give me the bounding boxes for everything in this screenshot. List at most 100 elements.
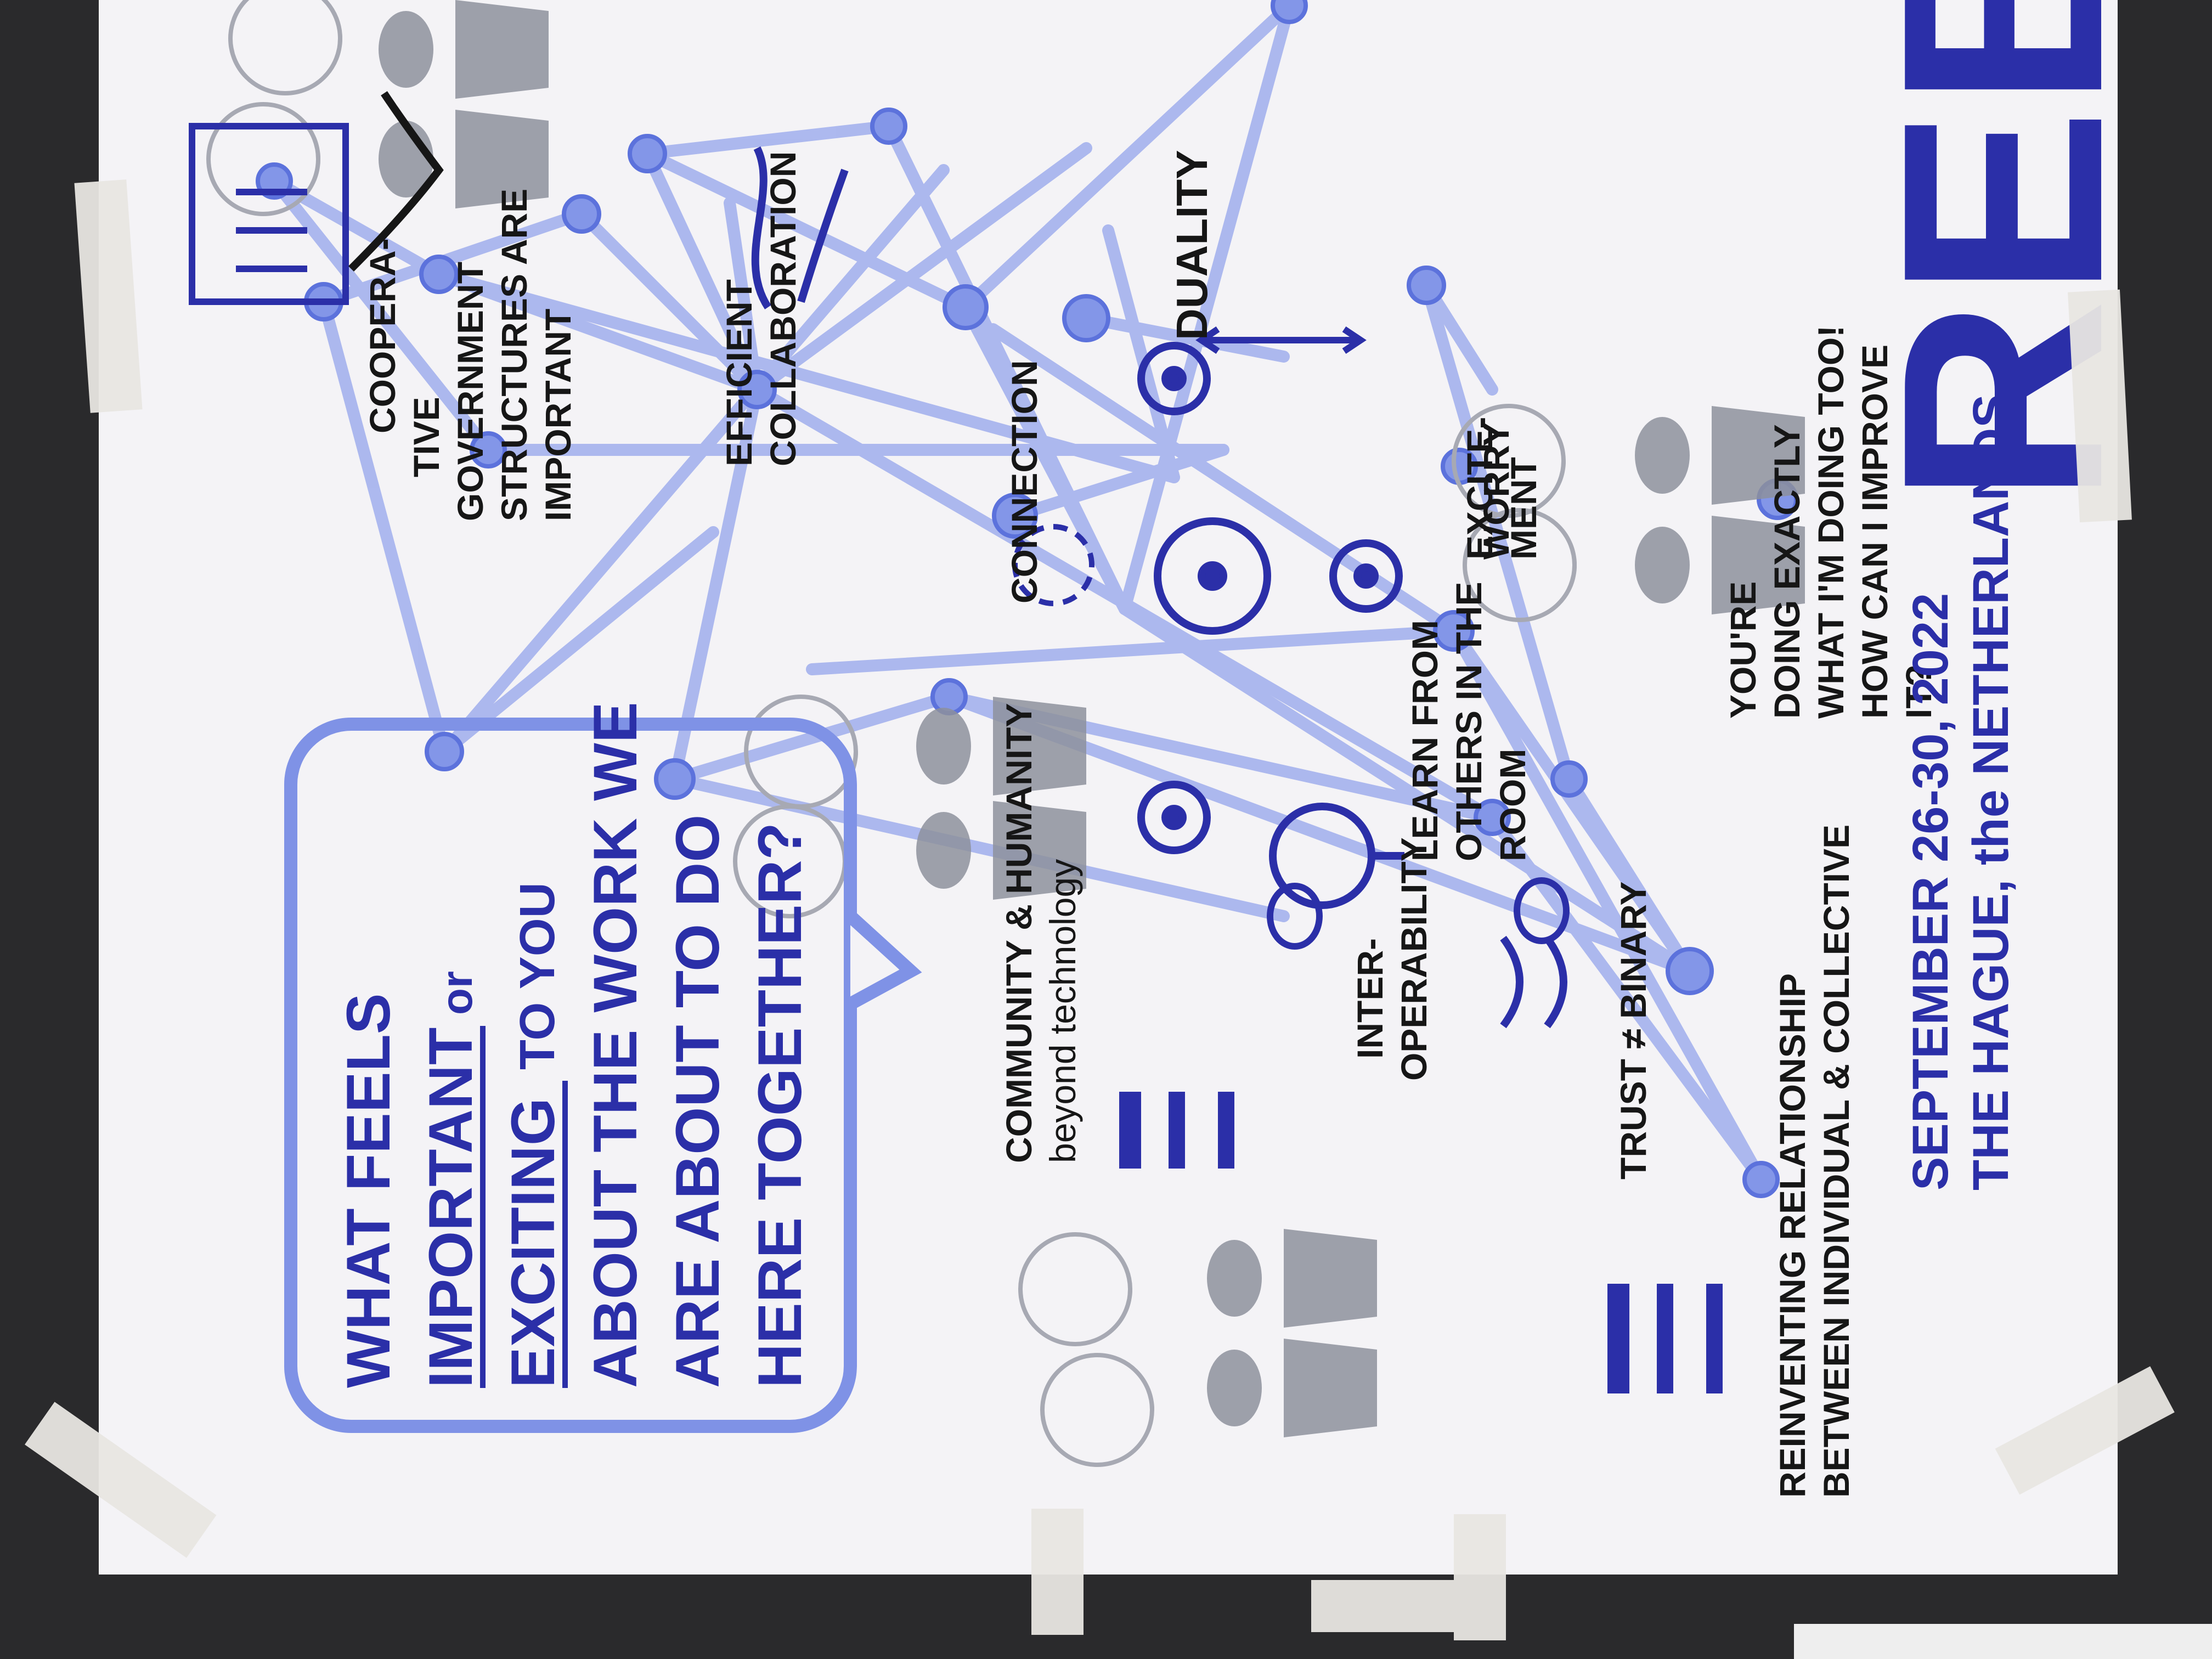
label-learn-3: ROOM	[1492, 749, 1533, 861]
gear-icon	[1154, 517, 1271, 635]
connection-circle-icon	[1012, 524, 1094, 606]
question-line4: ABOUT THE WORK WE	[581, 702, 650, 1388]
worried-face-icon	[1267, 883, 1323, 950]
collaboration-hands-icon	[751, 146, 849, 309]
crowd-row	[1706, 1284, 1723, 1393]
excited-face-icon	[1514, 877, 1570, 944]
person-icon	[1635, 406, 1805, 505]
network-node	[1742, 1161, 1780, 1198]
network-line	[1009, 444, 1229, 522]
speech-bubble-icon	[1463, 508, 1577, 622]
crowd-row	[1657, 1284, 1673, 1393]
gear-icon	[1137, 342, 1211, 415]
network-node	[870, 108, 907, 145]
crowd-row	[1218, 1092, 1234, 1169]
question-bubble-outline	[284, 718, 857, 1433]
gear-hub	[1198, 561, 1227, 591]
gears-group	[1137, 342, 1403, 854]
label-reinventing-1: REINVENTING RELATIONSHIP	[1772, 973, 1813, 1498]
network-line	[268, 175, 494, 456]
network-node	[930, 678, 968, 715]
tape-piece	[1454, 1514, 1506, 1640]
label-efficient-2: COLLABORATION	[763, 151, 803, 466]
crowd-row	[1607, 1284, 1629, 1393]
speech-bubble-icon	[1452, 404, 1566, 518]
network-line	[641, 148, 763, 396]
label-interop-2: OPERABILITY	[1393, 837, 1434, 1081]
network-line	[1119, 603, 1696, 977]
label-trust: TRUST ≠ BINARY	[1613, 882, 1654, 1180]
network-line	[318, 208, 588, 308]
speech-bubble-icon	[228, 0, 342, 95]
duality-arrow-icon	[1195, 326, 1367, 354]
gear-hub	[1161, 805, 1187, 830]
handshake-icon	[348, 91, 444, 272]
label-youre-3: WHAT I'M DOING TOO!	[1810, 325, 1851, 719]
network-line	[1563, 773, 1696, 977]
poster-paper	[99, 0, 2118, 1575]
speech-bubble-icon	[206, 102, 320, 216]
network-node	[654, 758, 696, 800]
label-learn-1: LEARN FROM	[1404, 620, 1445, 861]
label-learn-2: OTHERS IN THE	[1448, 582, 1489, 861]
label-community-1: COMMUNITY & HUMANITY	[998, 703, 1039, 1163]
speech-bubble-icon	[1040, 1353, 1154, 1467]
network-node	[1407, 266, 1446, 305]
label-cooperative-5: IMPORTANT	[538, 309, 578, 521]
network-node	[992, 493, 1038, 539]
network-line	[960, 0, 1295, 313]
label-youre-1: YOU'RE	[1723, 582, 1763, 719]
hand-icon	[1500, 935, 1567, 1029]
tape-piece	[1031, 1509, 1084, 1635]
network-line	[751, 142, 1092, 396]
network-node	[943, 284, 989, 330]
crowd-row	[1119, 1092, 1141, 1169]
tape-piece	[1995, 1366, 2175, 1495]
label-cooperative-3: GOVERNMENT	[450, 262, 490, 521]
network-line	[751, 383, 1498, 823]
network-line	[438, 164, 950, 758]
gear-icon	[1329, 539, 1403, 613]
network-node	[425, 732, 464, 771]
network-line	[438, 526, 719, 758]
tape-piece	[2068, 289, 2132, 523]
event-dates: SEPTEMBER 26-30, 2022	[1903, 593, 1959, 1190]
label-excitement-2: MENT	[1503, 457, 1544, 560]
network-node	[737, 370, 777, 409]
underlying-sheet	[1794, 1624, 2212, 1659]
network-node	[1666, 947, 1714, 995]
network-line	[1448, 625, 1767, 1186]
network-node	[1062, 294, 1110, 342]
network-line	[1119, 0, 1295, 615]
crowd-row	[1169, 1092, 1185, 1169]
label-reinventing-2: BETWEEN INDIVIDUAL & COLLECTIVE	[1816, 825, 1857, 1498]
network-nodes	[256, 0, 1798, 1198]
crowd-icon	[1119, 1092, 1723, 1393]
question-line2-or: or	[432, 971, 481, 1015]
label-interop-1: INTER-	[1350, 938, 1390, 1059]
label-community-2: beyond technology	[1042, 859, 1083, 1163]
event-place: THE HAGUE, the NETHERLANDS	[1963, 394, 2019, 1190]
network-node	[470, 431, 507, 469]
question-line3-toyou: TO YOU	[510, 882, 565, 1070]
network-line	[960, 301, 1131, 615]
network-node	[1550, 760, 1588, 798]
faces-group	[1267, 877, 1570, 950]
label-efficient-1: EFFICIENT	[719, 279, 759, 466]
label-duality: DUALITY	[1167, 150, 1216, 340]
label-cooperative-2: TIVE	[406, 397, 447, 477]
gear-hub	[1161, 366, 1187, 391]
network-node	[419, 255, 459, 294]
network-line	[641, 120, 895, 160]
label-connection: CONNECTION	[1004, 360, 1045, 603]
question-bubble-tail	[845, 911, 922, 1010]
label-youre-2: DOING EXACTLY	[1767, 424, 1807, 719]
people-group	[379, 0, 1805, 1437]
tape-piece	[74, 179, 143, 413]
gear-icon	[1137, 781, 1211, 854]
poster: WHAT FEELS IMPORTANT or EXCITING TO YOU …	[99, 0, 2162, 1575]
label-youre-5: IT?	[1898, 664, 1939, 719]
network-node	[1271, 0, 1308, 24]
question-line6: HERE TOGETHER?	[746, 822, 814, 1388]
